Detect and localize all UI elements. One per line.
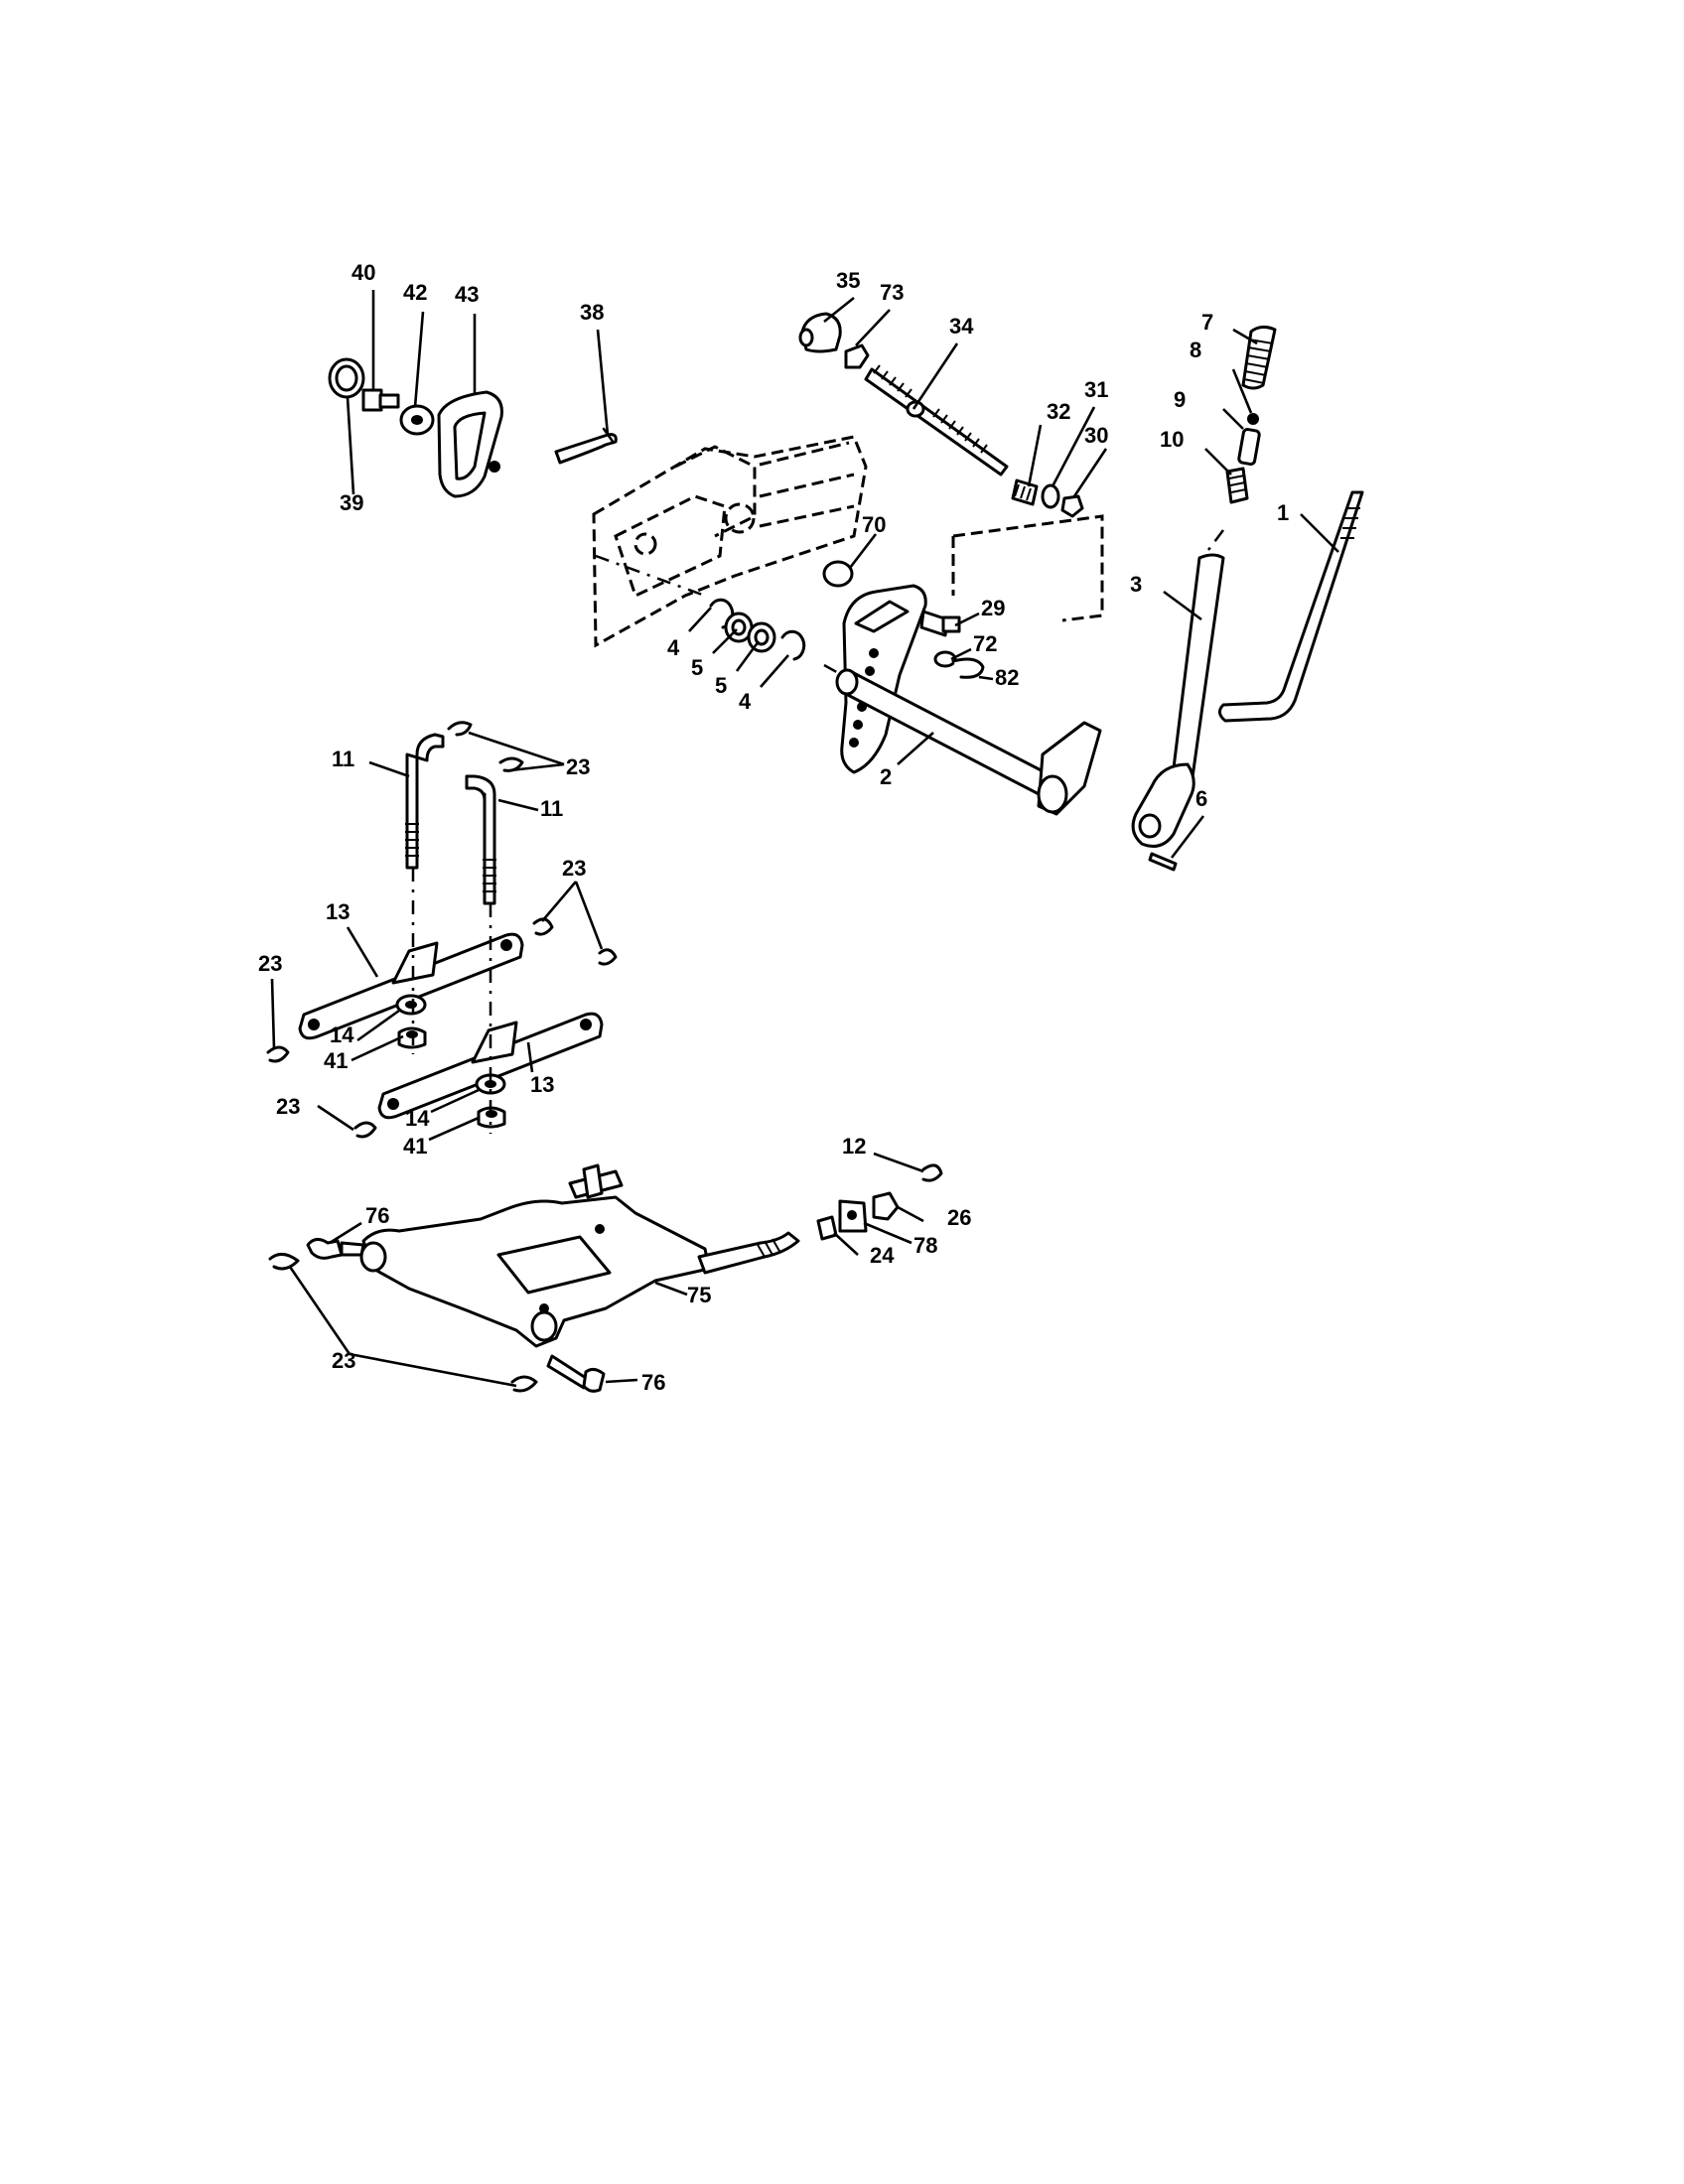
part-26-nut — [872, 1191, 900, 1221]
part-1-rod — [1218, 490, 1364, 723]
callout-30: 30 — [1084, 423, 1108, 448]
callout-3: 3 — [1130, 572, 1142, 597]
callout-9: 9 — [1174, 387, 1186, 412]
callout-76-upper: 76 — [365, 1203, 389, 1228]
part-13-link-upper — [298, 932, 524, 1040]
part-40-bolt — [361, 388, 400, 412]
callout-4-lower: 4 — [739, 689, 752, 714]
part-4-snap-ring-lower — [780, 629, 806, 661]
callout-11-right: 11 — [540, 796, 563, 821]
callout-82: 82 — [995, 665, 1019, 690]
callout-40: 40 — [351, 260, 375, 285]
shaft-assembly — [595, 529, 1224, 816]
part-11-bolt-right — [465, 774, 496, 905]
callout-leaders — [270, 290, 1339, 1388]
callout-7: 7 — [1201, 310, 1213, 335]
part-29-bolt — [919, 610, 949, 637]
callout-29: 29 — [981, 596, 1005, 620]
callout-1: 1 — [1277, 500, 1289, 525]
part-73-nut — [844, 343, 870, 369]
part-31-washer — [1041, 483, 1060, 509]
callout-labels: 40 42 43 38 39 35 73 34 32 31 30 7 8 9 1… — [258, 260, 1289, 1395]
part-8-ball — [1247, 413, 1259, 425]
callout-78: 78 — [913, 1233, 937, 1258]
callout-32: 32 — [1047, 399, 1070, 424]
callout-73: 73 — [880, 280, 904, 305]
lower-bracket — [268, 1163, 943, 1393]
part-6-screw — [1148, 852, 1178, 872]
callout-26: 26 — [947, 1205, 971, 1230]
part-23-pin-c — [532, 917, 554, 936]
callout-11-left: 11 — [332, 747, 354, 771]
callout-76-lower: 76 — [641, 1370, 665, 1395]
callout-5-upper: 5 — [691, 655, 703, 680]
callout-2: 2 — [880, 764, 892, 789]
callout-39: 39 — [340, 490, 363, 515]
callout-14-lower: 14 — [405, 1106, 430, 1131]
callout-35: 35 — [836, 268, 860, 293]
upper-rod-assembly — [798, 312, 1084, 518]
part-34-rod — [864, 367, 1009, 477]
hanger-links — [266, 721, 618, 1139]
callout-43: 43 — [455, 282, 479, 307]
callout-23-d: 23 — [276, 1094, 300, 1119]
callout-38: 38 — [580, 300, 604, 325]
part-23-pin-f — [353, 1121, 377, 1139]
callout-8: 8 — [1190, 338, 1201, 362]
callout-34: 34 — [949, 314, 974, 339]
callout-4-upper: 4 — [667, 635, 680, 660]
callout-31: 31 — [1084, 377, 1108, 402]
part-23-pin-a — [447, 721, 473, 737]
callout-14-upper: 14 — [330, 1023, 354, 1047]
part-3-lever — [1170, 553, 1225, 786]
callout-12: 12 — [842, 1134, 866, 1159]
callout-24: 24 — [870, 1243, 895, 1268]
callout-72: 72 — [973, 631, 997, 656]
part-70-washer — [822, 560, 854, 588]
callout-23-a: 23 — [566, 754, 590, 779]
callout-70: 70 — [862, 512, 886, 537]
part-24-nut — [816, 1215, 838, 1241]
callout-23-b: 23 — [562, 856, 586, 881]
callout-42: 42 — [403, 280, 427, 305]
callout-10: 10 — [1160, 427, 1184, 452]
part-76-bolt-lower — [546, 1354, 588, 1390]
callout-5-lower: 5 — [715, 673, 727, 698]
part-38-spring-clip — [554, 433, 618, 465]
callout-75: 75 — [687, 1283, 711, 1307]
callout-23-c: 23 — [258, 951, 282, 976]
part-11-bolt-left — [405, 733, 445, 870]
callout-41-lower: 41 — [403, 1134, 427, 1159]
callout-41-upper: 41 — [324, 1048, 348, 1073]
callout-13-upper: 13 — [326, 899, 350, 924]
lever-assembly — [1131, 325, 1364, 872]
callout-6: 6 — [1195, 786, 1207, 811]
part-23-pin-e — [266, 1045, 290, 1063]
frame-outline — [592, 435, 1104, 648]
part-30-nut — [1060, 494, 1084, 518]
part-76-bolt-upper — [306, 1238, 344, 1260]
part-13-link-lower — [377, 1012, 604, 1120]
part-23-pin-d — [598, 948, 618, 966]
callout-23-e: 23 — [332, 1348, 355, 1373]
part-23-pin-h — [510, 1375, 538, 1393]
upper-left-parts — [328, 357, 618, 498]
part-23-pin-g — [268, 1253, 300, 1271]
part-12-pin — [921, 1163, 943, 1182]
part-9-pin — [1237, 428, 1261, 466]
part-82-clip — [951, 657, 985, 679]
callout-13-lower: 13 — [530, 1072, 554, 1097]
